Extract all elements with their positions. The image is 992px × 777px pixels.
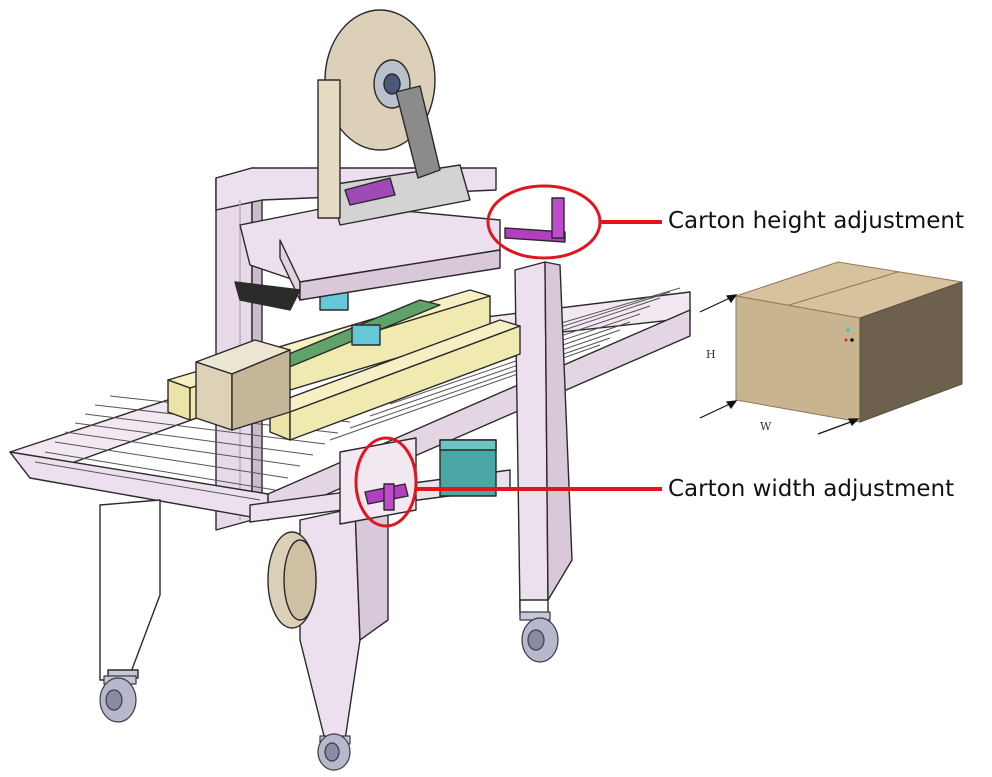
top-head-assembly <box>234 164 501 311</box>
carton-width-adjustment-label: Carton width adjustment <box>668 476 955 502</box>
rear-right-leg <box>514 261 573 616</box>
top-tape-roll <box>317 9 441 219</box>
carton-height-adjustment-label: Carton height adjustment <box>668 208 965 234</box>
height-callout-circle <box>486 184 602 260</box>
carton-tape-seam <box>785 271 899 307</box>
carton-on-conveyor <box>195 339 291 431</box>
width-callout <box>354 436 662 528</box>
side-frame-panel <box>339 437 417 525</box>
carton-sealer-machine <box>9 9 691 771</box>
caster-wheel-icon <box>99 611 559 771</box>
motor <box>439 439 497 497</box>
width-callout-circle <box>354 436 418 528</box>
width-dimension-letter: W <box>760 420 772 433</box>
carton-side-face <box>859 281 963 423</box>
caster-front-left <box>99 675 137 723</box>
carton-front-face <box>735 295 861 423</box>
carton-dimension-sketch: H W <box>699 261 963 435</box>
height-callout <box>486 184 662 260</box>
height-crank-handle[interactable] <box>504 197 566 243</box>
height-dimension-letter: H <box>706 348 716 361</box>
front-right-leg <box>299 499 389 741</box>
caster-front-right <box>317 733 351 771</box>
width-crank-handle[interactable] <box>364 483 409 511</box>
dimension-arrows <box>699 294 860 435</box>
lower-tape-roll <box>267 531 317 629</box>
front-left-leg <box>99 499 161 681</box>
caster-rear-right <box>519 611 559 663</box>
